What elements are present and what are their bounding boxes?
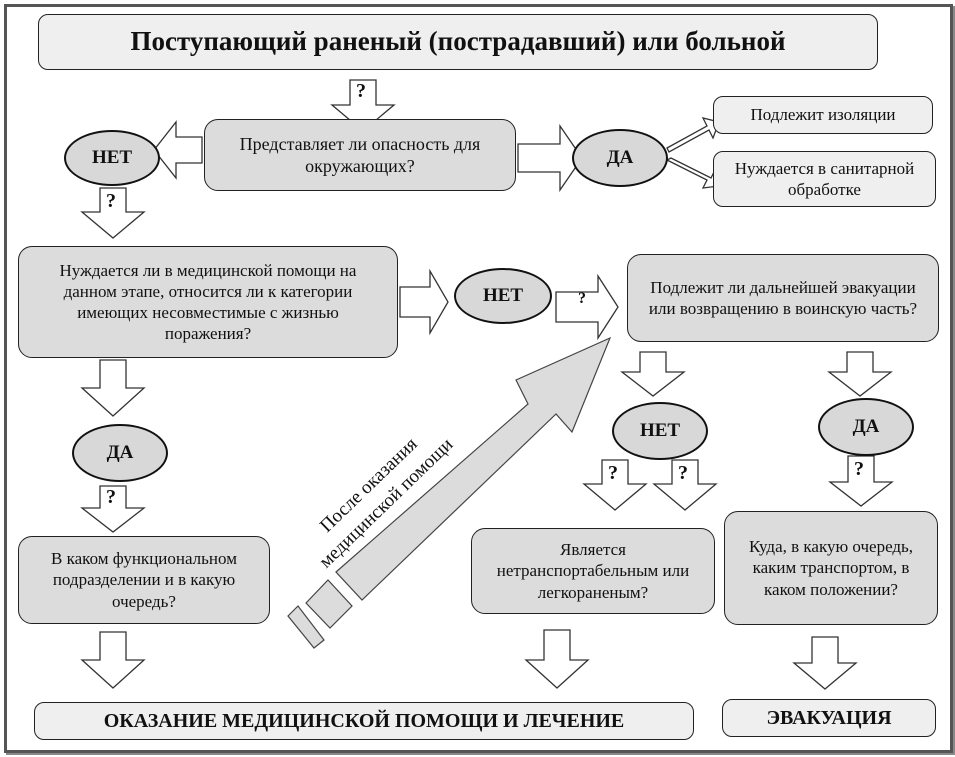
page-title: Поступающий раненый (пострадавший) или б… [130, 26, 786, 57]
node-text: ОКАЗАНИЕ МЕДИЦИНСКОЙ ПОМОЩИ И ЛЕЧЕНИЕ [103, 709, 625, 732]
node-text: ДА [852, 416, 880, 437]
arrow-diagonal-dash-2 [287, 605, 325, 649]
arrow-down-no3-b [652, 459, 718, 511]
question-mark: ? [106, 486, 116, 508]
result-treatment: ОКАЗАНИЕ МЕДИЦИНСКОЙ ПОМОЩИ И ЛЕЧЕНИЕ [34, 702, 694, 740]
arrow-down-title [330, 79, 396, 132]
node-q-unit: В каком функциональном подразделении и в… [18, 536, 270, 624]
arrow-down-q-unit [80, 631, 146, 689]
node-q-need-help: Нуждается ли в медицинской помощи на дан… [18, 246, 398, 358]
question-mark: ? [678, 462, 688, 484]
arrow-down-yes2 [80, 485, 146, 533]
node-text: Куда, в какую очередь, каким транспортом… [748, 537, 914, 599]
arrow-down-q-where [792, 636, 858, 690]
question-mark: ? [106, 190, 116, 212]
arrow-right-q3 [555, 273, 619, 341]
node-text: В каком функциональном подразделении и в… [51, 549, 237, 611]
node-text: Нуждается ли в медицинской помощи на дан… [59, 260, 357, 344]
node-text: Подлежит изоляции [750, 105, 896, 125]
question-mark: ? [608, 462, 618, 484]
arrow-down-no3-a [582, 459, 648, 511]
node-no-1: НЕТ [64, 130, 160, 186]
node-q-transportable: Является нетранспортабельным или легкора… [471, 528, 715, 614]
node-q-danger: Представляет ли опасность для окружающих… [204, 119, 516, 191]
question-mark: ? [356, 80, 366, 102]
question-mark: ? [854, 458, 864, 480]
arrow-down-yes3 [828, 455, 894, 507]
arrow-down-q3-left [620, 351, 686, 397]
node-yes-2: ДА [72, 424, 168, 482]
node-isolation: Подлежит изоляции [713, 96, 933, 134]
arrow-diagonal-big [335, 336, 612, 601]
title-box: Поступающий раненый (пострадавший) или б… [38, 14, 878, 70]
node-text: ДА [106, 442, 134, 463]
node-yes-1: ДА [572, 129, 668, 187]
node-sanitation: Нуждается в санитарной обработке [713, 151, 936, 207]
node-text: Подлежит ли дальнейшей эвакуации или воз… [648, 277, 918, 318]
arrow-diag-sanitation [665, 157, 720, 189]
arrow-diagonal-dash-1 [305, 579, 353, 629]
node-text: НЕТ [91, 147, 133, 168]
node-text: Нуждается в санитарной обработке [734, 158, 915, 199]
node-no-2: НЕТ [454, 268, 552, 324]
arrow-right-yes1 [517, 123, 583, 193]
arrow-down-no1 [80, 187, 146, 239]
arrow-down-q-transport [524, 629, 590, 689]
node-text: ЭВАКУАЦИЯ [766, 706, 892, 729]
arrow-right-no2 [399, 268, 449, 336]
result-evacuation: ЭВАКУАЦИЯ [722, 699, 936, 737]
node-q-evacuation: Подлежит ли дальнейшей эвакуации или воз… [627, 254, 939, 342]
node-yes-3: ДА [818, 398, 914, 456]
node-text: НЕТ [482, 285, 524, 306]
node-text: НЕТ [639, 420, 681, 441]
node-q-where: Куда, в какую очередь, каким транспортом… [724, 511, 938, 625]
node-text: ДА [606, 147, 634, 168]
arrow-diag-isolation [666, 117, 720, 153]
node-no-3: НЕТ [612, 402, 708, 460]
node-text: Представляет ли опасность для окружающих… [239, 133, 481, 177]
node-text: Является нетранспортабельным или легкора… [496, 540, 690, 602]
arrow-down-q2 [80, 359, 146, 417]
question-mark: ? [578, 290, 586, 307]
arrow-left-no1 [153, 120, 203, 180]
arrow-down-q3-right [827, 351, 893, 397]
